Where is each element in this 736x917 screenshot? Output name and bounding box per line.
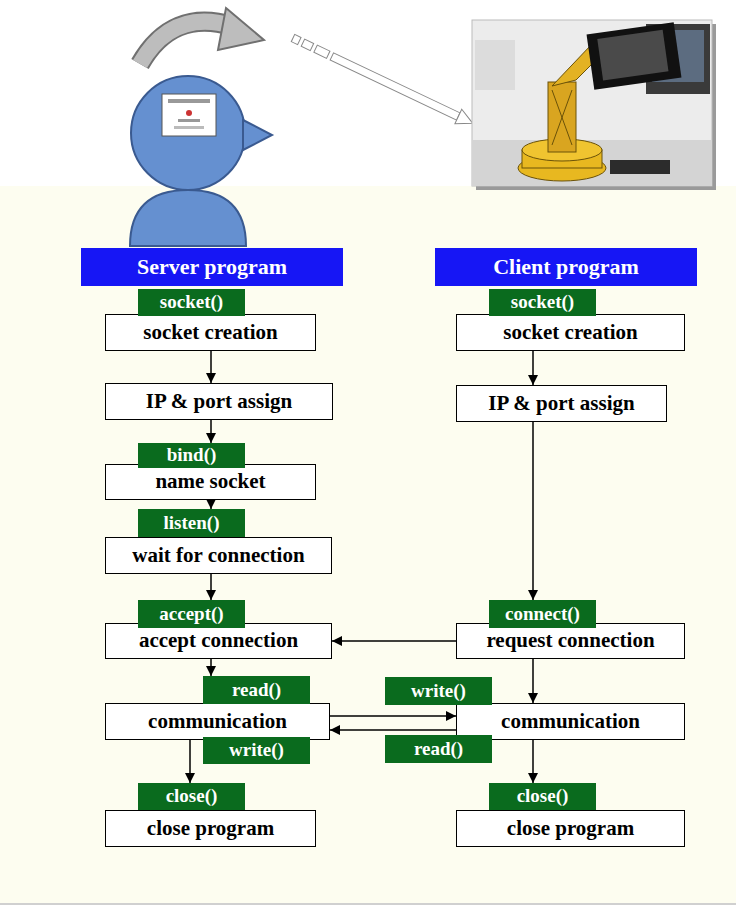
node-text: close() [517, 786, 569, 807]
flow-arrow [210, 351, 212, 383]
flow-arrow [210, 420, 212, 443]
node-text: close program [507, 817, 634, 840]
node-text: Server program [137, 255, 287, 279]
node-text: Client program [493, 255, 639, 279]
node-text: IP & port assign [488, 392, 634, 415]
node-text: IP & port assign [146, 390, 292, 413]
function-tab: listen() [138, 509, 245, 537]
flow-arrow [210, 500, 212, 509]
function-tab: close() [138, 783, 245, 810]
function-tab: close() [489, 783, 596, 810]
function-tab: write() [203, 737, 310, 764]
flow-arrow [210, 659, 212, 676]
function-tab: read() [203, 676, 310, 704]
process-box: socket creation [456, 314, 685, 351]
node-text: bind() [167, 445, 217, 466]
process-box: communication [105, 703, 330, 740]
node-text: socket() [511, 292, 574, 313]
node-text: read() [232, 680, 281, 701]
flow-arrow [532, 351, 534, 385]
function-tab: write() [385, 677, 492, 705]
flow-arrow [330, 715, 456, 717]
node-text: request connection [486, 629, 654, 652]
process-box: name socket [105, 464, 316, 500]
process-box: request connection [456, 623, 685, 659]
curved-arrow [140, 8, 264, 64]
function-tab: accept() [138, 600, 245, 628]
node-text: close program [147, 817, 274, 840]
node-text: wait for connection [132, 544, 304, 567]
flow-arrow [532, 740, 534, 783]
node-text: communication [148, 710, 287, 733]
flow-arrow [330, 729, 456, 731]
node-text: write() [411, 681, 466, 702]
flow-arrow [332, 640, 456, 642]
flow-arrow [532, 659, 534, 703]
panel-edge [0, 903, 736, 905]
flow-arrow [210, 574, 212, 600]
node-text: socket creation [143, 321, 277, 344]
node-text: name socket [155, 470, 265, 493]
function-tab: socket() [489, 289, 596, 316]
flow-arrow [532, 422, 534, 600]
node-text: connect() [505, 604, 580, 625]
flow-arrow [189, 740, 191, 783]
robot-photo [472, 20, 716, 190]
node-text: accept() [159, 604, 223, 625]
node-text: listen() [164, 513, 220, 534]
node-text: close() [166, 786, 218, 807]
node-text: read() [414, 739, 463, 760]
process-box: accept connection [105, 623, 332, 659]
program-header: Server program [81, 248, 343, 286]
node-text: accept connection [139, 629, 298, 652]
function-tab: read() [385, 735, 492, 763]
node-text: socket creation [503, 321, 637, 344]
process-box: IP & port assign [456, 385, 667, 422]
node-text: socket() [160, 292, 223, 313]
function-tab: socket() [138, 289, 245, 316]
person-figure [130, 76, 272, 246]
signal-beam [290, 31, 477, 131]
process-box: IP & port assign [105, 383, 333, 420]
process-box: close program [456, 810, 685, 847]
process-box: wait for connection [105, 537, 332, 574]
process-box: close program [105, 810, 316, 847]
background-panel [0, 186, 736, 904]
function-tab: connect() [489, 600, 596, 628]
node-text: communication [501, 710, 640, 733]
program-header: Client program [435, 248, 697, 286]
function-tab: bind() [138, 443, 245, 468]
process-box: socket creation [105, 314, 316, 351]
node-text: write() [229, 740, 284, 761]
